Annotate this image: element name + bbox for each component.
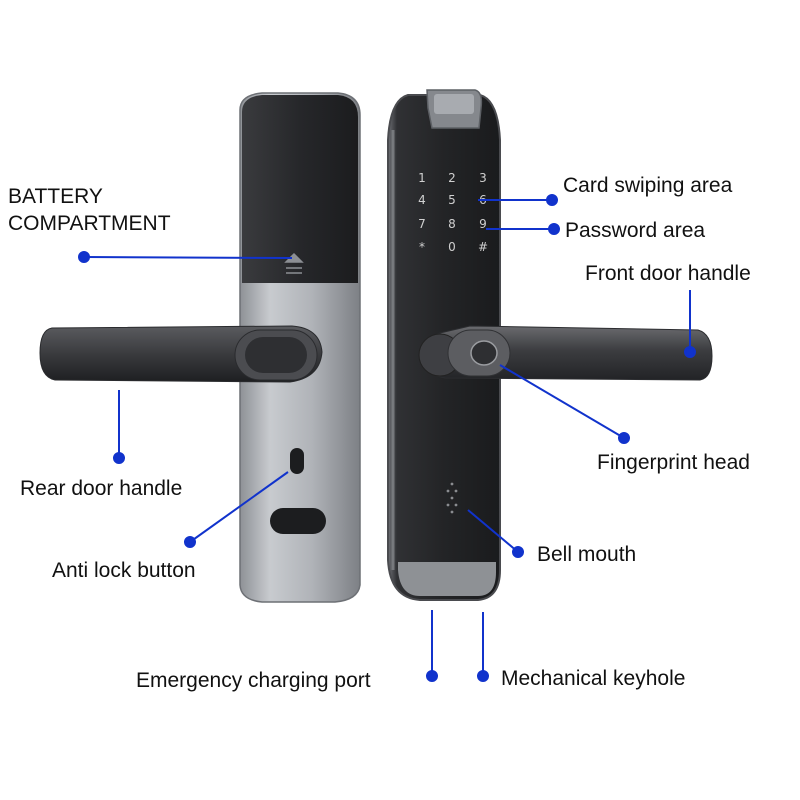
leader-dot-front-handle bbox=[684, 346, 696, 358]
leader-anti-lock bbox=[189, 471, 289, 543]
leader-dot-fingerprint bbox=[618, 432, 630, 444]
keypad-key: 8 bbox=[448, 217, 456, 231]
front-bottom-trim bbox=[398, 562, 496, 596]
leader-dot-bell-mouth bbox=[512, 546, 524, 558]
leader-dot-battery bbox=[78, 251, 90, 263]
leader-dot-rear-handle bbox=[113, 452, 125, 464]
rear-keyhole-cover bbox=[270, 508, 326, 534]
leader-bell-mouth bbox=[467, 509, 519, 553]
rear-door-handle bbox=[39, 325, 323, 383]
leader-lines bbox=[78, 194, 696, 682]
keypad-key: * bbox=[419, 240, 425, 254]
grille-hole bbox=[446, 489, 450, 493]
keypad-key: 7 bbox=[418, 217, 426, 231]
keypad-key: 3 bbox=[479, 171, 487, 185]
keypad-key: # bbox=[478, 240, 488, 254]
label-battery-line1: BATTERY bbox=[8, 185, 103, 208]
leader-dot-card bbox=[546, 194, 558, 206]
grille-hole bbox=[446, 503, 450, 507]
label-mechanical-keyhole: Mechanical keyhole bbox=[501, 667, 686, 690]
leader-dot-password bbox=[548, 223, 560, 235]
keypad-key: 9 bbox=[479, 217, 487, 231]
label-emergency-charging-port: Emergency charging port bbox=[136, 669, 371, 692]
label-card-swiping-area: Card swiping area bbox=[563, 174, 733, 197]
front-door-handle bbox=[418, 325, 713, 381]
keypad-key: 5 bbox=[448, 193, 456, 207]
label-anti-lock-button: Anti lock button bbox=[52, 559, 196, 582]
label-battery-line2: COMPARTMENT bbox=[8, 212, 171, 235]
keypad-key: 0 bbox=[448, 240, 456, 254]
leader-dot-anti-lock bbox=[184, 536, 196, 548]
label-fingerprint-head: Fingerprint head bbox=[597, 451, 750, 474]
grille-hole bbox=[454, 489, 458, 493]
label-password-area: Password area bbox=[565, 219, 706, 242]
leader-dot-charging bbox=[426, 670, 438, 682]
anti-lock-button bbox=[290, 448, 304, 474]
grille-hole bbox=[454, 503, 458, 507]
keypad-key: 4 bbox=[418, 193, 426, 207]
keypad-key: 1 bbox=[418, 171, 426, 185]
leader-battery bbox=[83, 256, 293, 259]
label-bell-mouth: Bell mouth bbox=[537, 543, 637, 566]
label-rear-door-handle: Rear door handle bbox=[20, 477, 183, 500]
grille-hole bbox=[450, 482, 454, 486]
leader-fingerprint bbox=[499, 364, 625, 439]
bell-mouth-grille bbox=[446, 482, 458, 514]
label-front-door-handle: Front door handle bbox=[585, 262, 751, 285]
keypad-key: 2 bbox=[448, 171, 456, 185]
grille-hole bbox=[450, 510, 454, 514]
grille-hole bbox=[450, 496, 454, 500]
leader-dot-keyhole bbox=[477, 670, 489, 682]
